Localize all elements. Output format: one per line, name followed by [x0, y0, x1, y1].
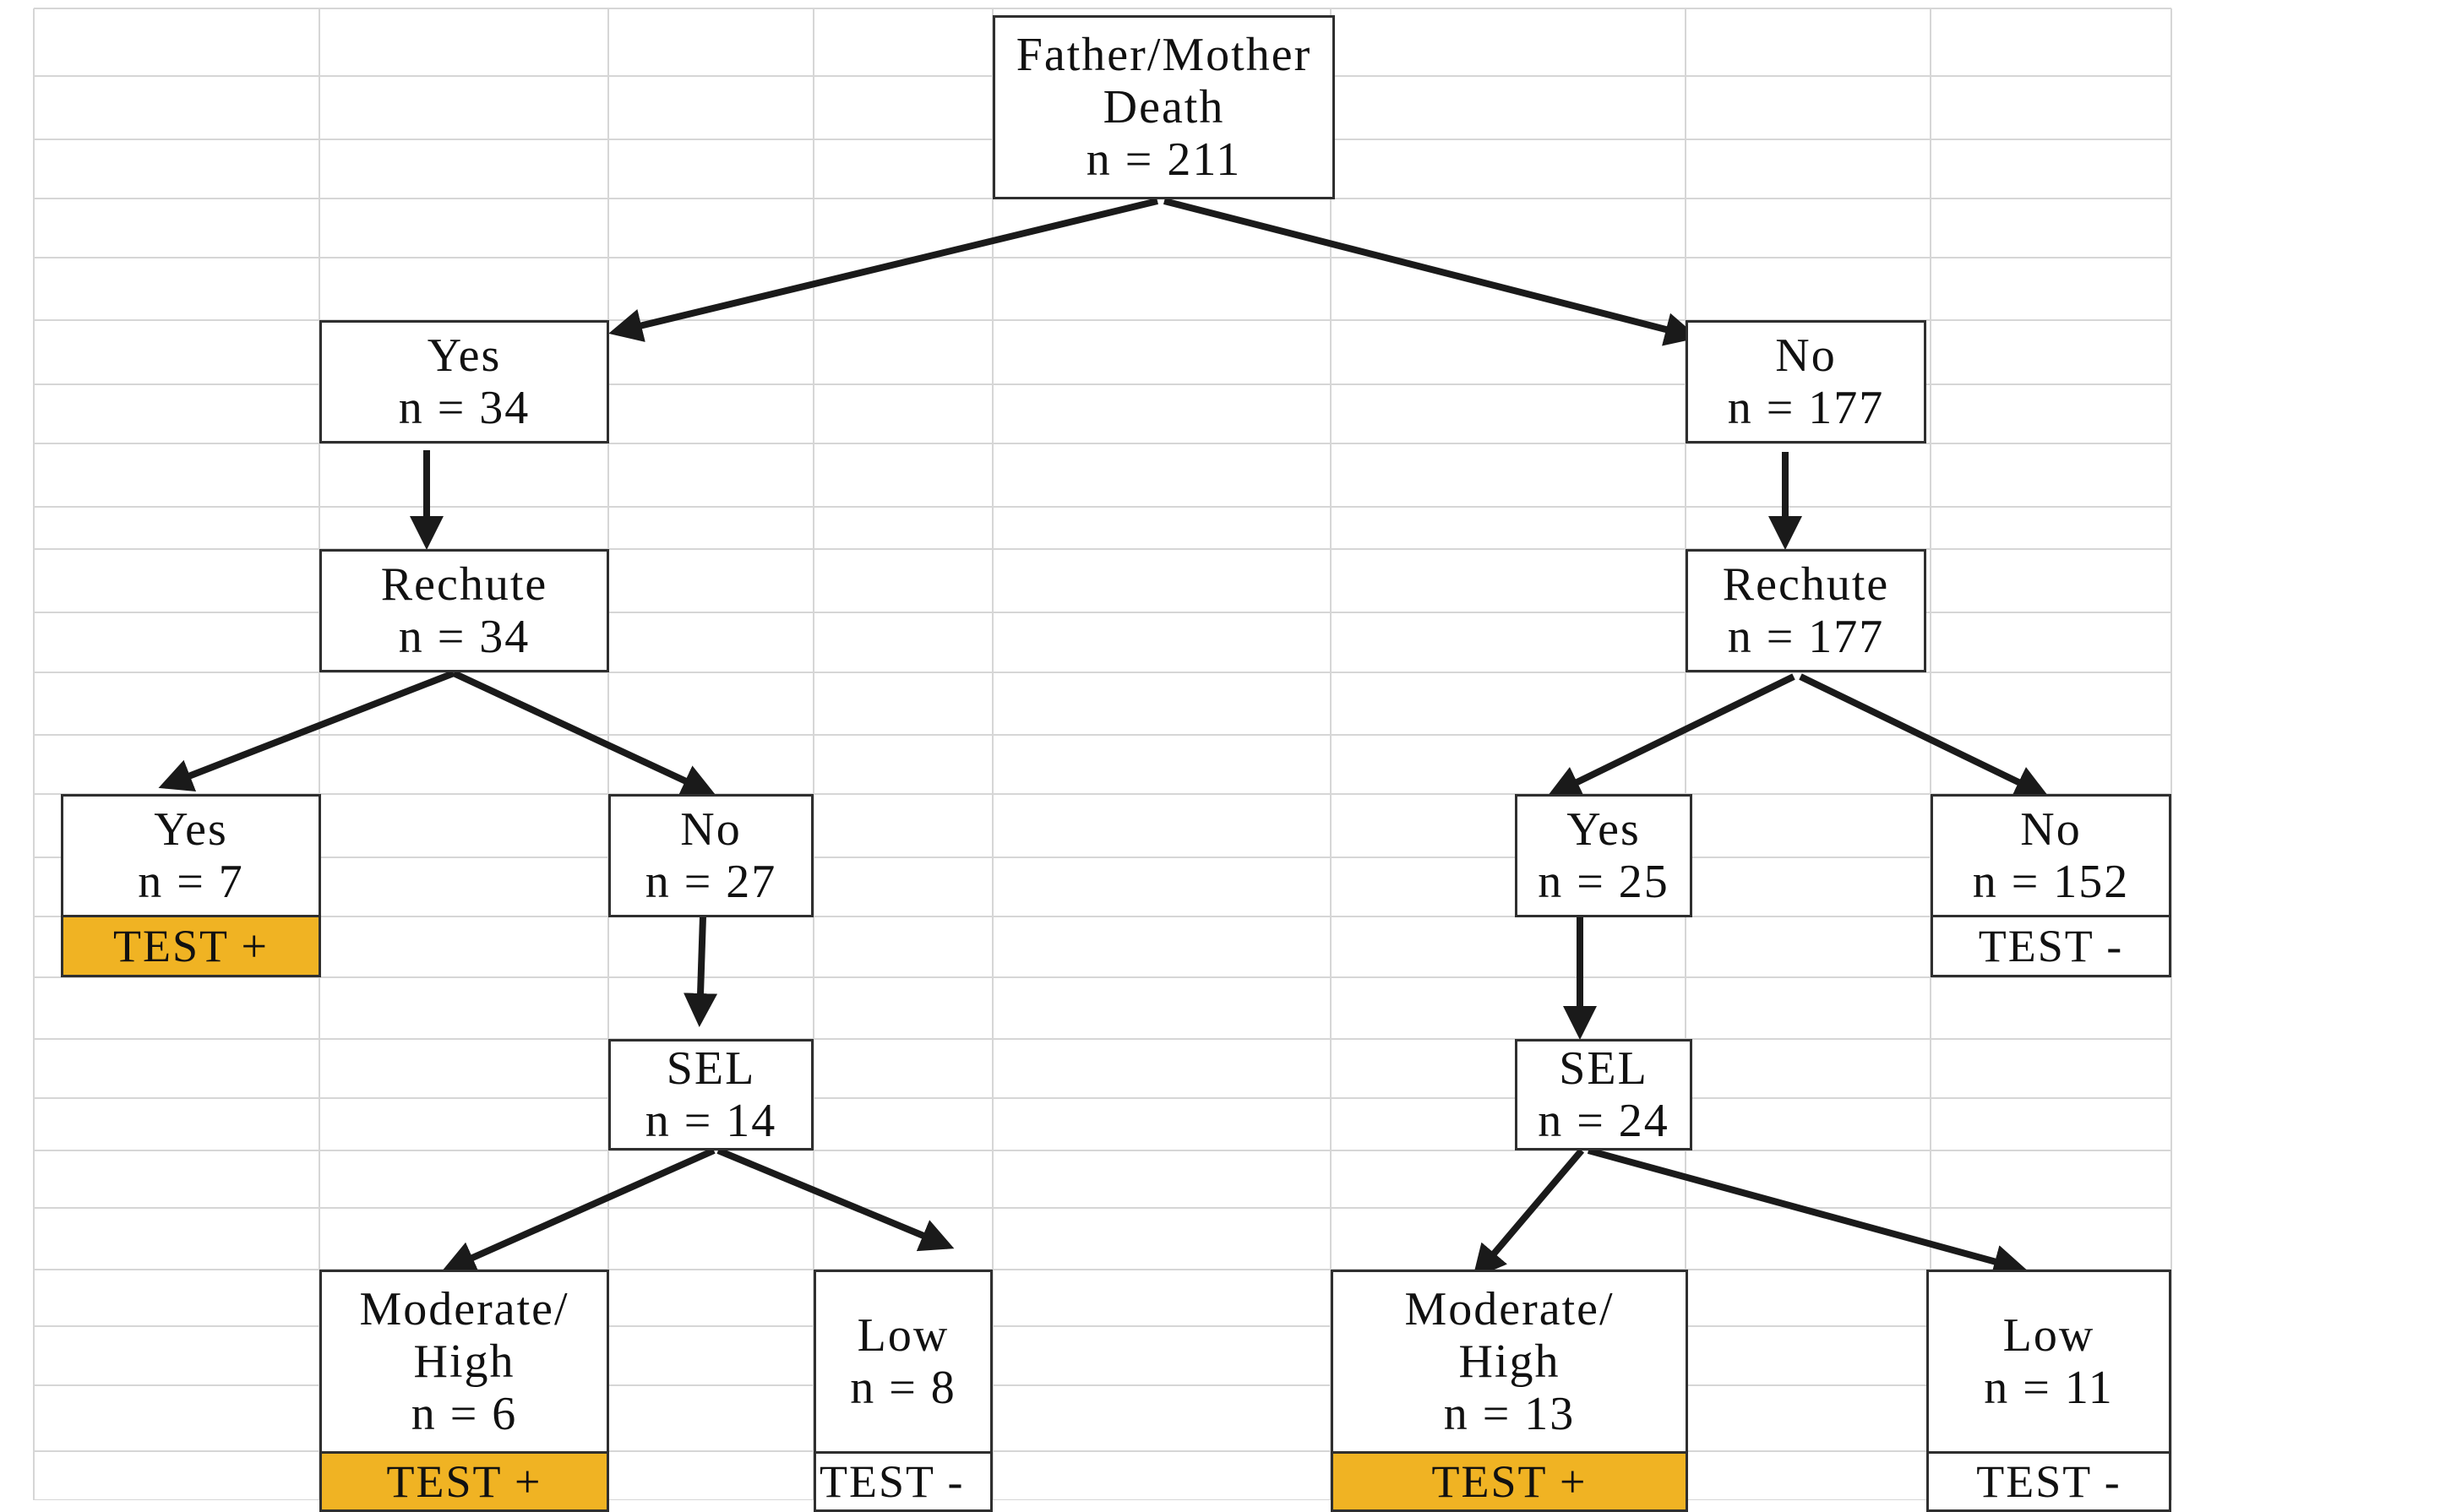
node-rechute-left: Rechute n = 34 [319, 549, 609, 672]
test-negative-badge: TEST - [1931, 915, 2171, 977]
node-label: Yes [427, 329, 502, 382]
node-count: n = 152 [1972, 856, 2130, 908]
node-rechute-right-yes: Yes n = 25 [1515, 794, 1692, 917]
node-count: n = 7 [138, 856, 244, 908]
edge-rechute-left-to-no [452, 670, 716, 797]
node-label: SEL [666, 1042, 756, 1095]
node-rechute-left-yes: Yes n = 7 [61, 794, 321, 917]
node-label: Moderate/ [359, 1283, 569, 1335]
node-rechute-left-no: No n = 27 [608, 794, 814, 917]
edge-sel-right-to-modhigh [1472, 1148, 1585, 1280]
node-sel-right-low: Low n = 11 [1926, 1270, 2171, 1454]
test-negative-badge: TEST - [814, 1451, 993, 1512]
node-count: n = 211 [1086, 133, 1242, 186]
edge-sel-right-to-low [1587, 1147, 2028, 1278]
edge-root-to-yes [608, 198, 1158, 342]
edge-no-left-to-sel [684, 916, 718, 1027]
node-count: n = 177 [1727, 382, 1885, 434]
node-count: n = 34 [398, 611, 531, 663]
node-count: n = 24 [1538, 1095, 1669, 1147]
node-father-mother-death: Father/Mother Death n = 211 [993, 15, 1335, 199]
node-count: n = 8 [850, 1362, 956, 1414]
node-label: No [680, 803, 742, 856]
node-label: Father/Mother [1016, 29, 1312, 81]
node-sel-right-moderate-high: Moderate/ High n = 13 [1331, 1270, 1688, 1454]
node-label: High [413, 1335, 515, 1388]
node-rechute-right: Rechute n = 177 [1686, 549, 1926, 672]
edge-root-to-no [1163, 198, 1699, 346]
node-label: Death [1103, 81, 1225, 133]
node-sel-left-moderate-high: Moderate/ High n = 6 [319, 1270, 609, 1454]
node-label: No [1775, 329, 1837, 382]
node-label: No [2020, 803, 2082, 856]
test-positive-badge: TEST + [1331, 1451, 1688, 1512]
node-label: Rechute [1722, 558, 1890, 611]
node-label: High [1458, 1335, 1560, 1388]
node-count: n = 34 [398, 382, 531, 434]
node-count: n = 11 [1984, 1362, 2114, 1414]
edge-rechute-right-to-no [1799, 673, 2050, 798]
node-death-no: No n = 177 [1686, 320, 1926, 443]
node-count: n = 177 [1727, 611, 1885, 663]
node-sel-right: SEL n = 24 [1515, 1039, 1692, 1150]
node-label: Moderate/ [1404, 1283, 1615, 1335]
node-death-yes: Yes n = 34 [319, 320, 609, 443]
node-label: Yes [154, 803, 228, 856]
node-sel-left: SEL n = 14 [608, 1039, 814, 1150]
node-count: n = 27 [645, 856, 777, 908]
edge-sel-left-to-low [716, 1147, 955, 1252]
node-count: n = 13 [1443, 1388, 1576, 1440]
edge-sel-left-to-modhigh [441, 1147, 716, 1274]
test-negative-badge: TEST - [1926, 1451, 2171, 1512]
test-positive-badge: TEST + [319, 1451, 609, 1512]
node-label: Low [2002, 1309, 2095, 1362]
node-label: Yes [1566, 803, 1641, 856]
edge-rechute-right-to-yes [1546, 673, 1795, 797]
node-label: Rechute [380, 558, 548, 611]
node-label: SEL [1559, 1042, 1648, 1095]
node-count: n = 6 [411, 1388, 518, 1440]
node-rechute-right-no: No n = 152 [1931, 794, 2171, 917]
node-sel-left-low: Low n = 8 [814, 1270, 993, 1454]
node-label: Low [857, 1309, 950, 1362]
node-count: n = 14 [645, 1095, 777, 1147]
test-positive-badge: TEST + [61, 915, 321, 977]
edge-rechute-left-to-yes [158, 670, 455, 792]
node-count: n = 25 [1538, 856, 1669, 908]
